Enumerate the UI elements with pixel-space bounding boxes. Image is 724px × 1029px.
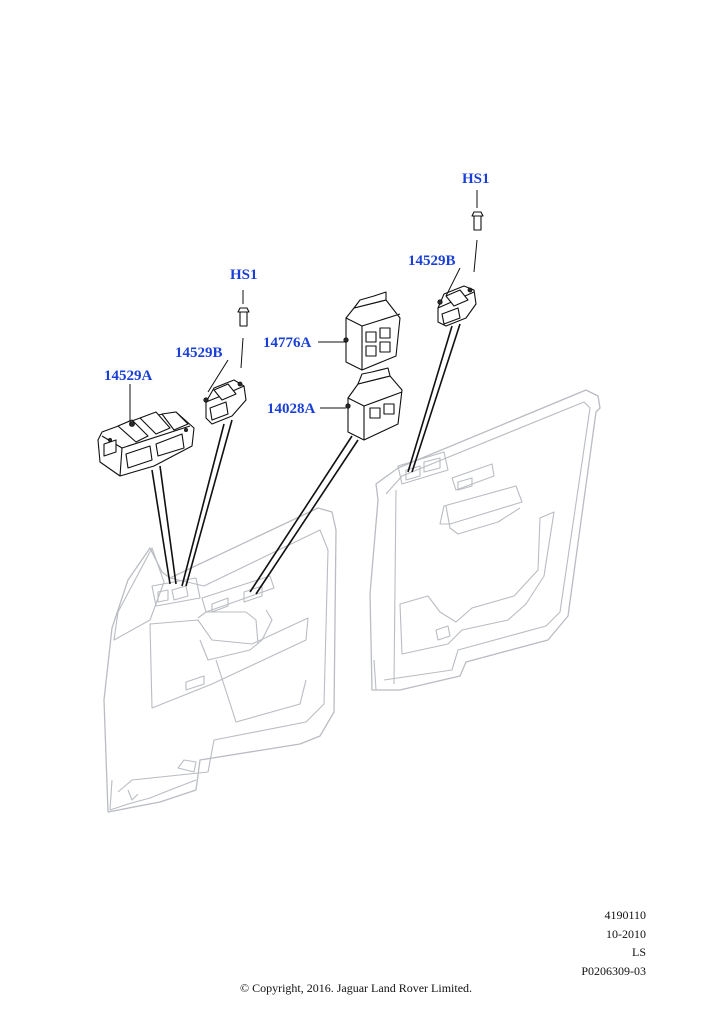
callout-14776a: 14776A [263,335,312,351]
rear-door-panel [369,389,601,691]
switch-14529b-right [437,285,477,327]
leader-lines [129,267,461,595]
callout-14529b-right: 14529B [408,253,456,269]
callout-hs1-left: HS1 [230,267,258,283]
switch-14529b-left [203,379,247,425]
switch-pack-14529a [97,411,195,477]
switch-14776a [343,291,401,371]
reference-date: 10-2010 [606,926,646,941]
front-door-panel [103,507,337,813]
reference-block: 4190110 10-2010 LS P0206309-03 [526,906,646,980]
illustration-id: P0206309-03 [581,963,646,978]
switch-14028a [345,367,403,441]
callout-14529a: 14529A [104,368,153,384]
callout-hs1-right: HS1 [462,171,490,187]
screw-hs1-left [237,290,250,369]
reference-code: LS [631,945,646,959]
callout-14028a: 14028A [267,401,316,417]
reference-number: 4190110 [604,908,646,922]
callout-14529b-left: 14529B [175,345,223,361]
screw-hs1-right [471,190,484,273]
copyright-notice: © Copyright, 2016. Jaguar Land Rover Lim… [239,981,473,995]
